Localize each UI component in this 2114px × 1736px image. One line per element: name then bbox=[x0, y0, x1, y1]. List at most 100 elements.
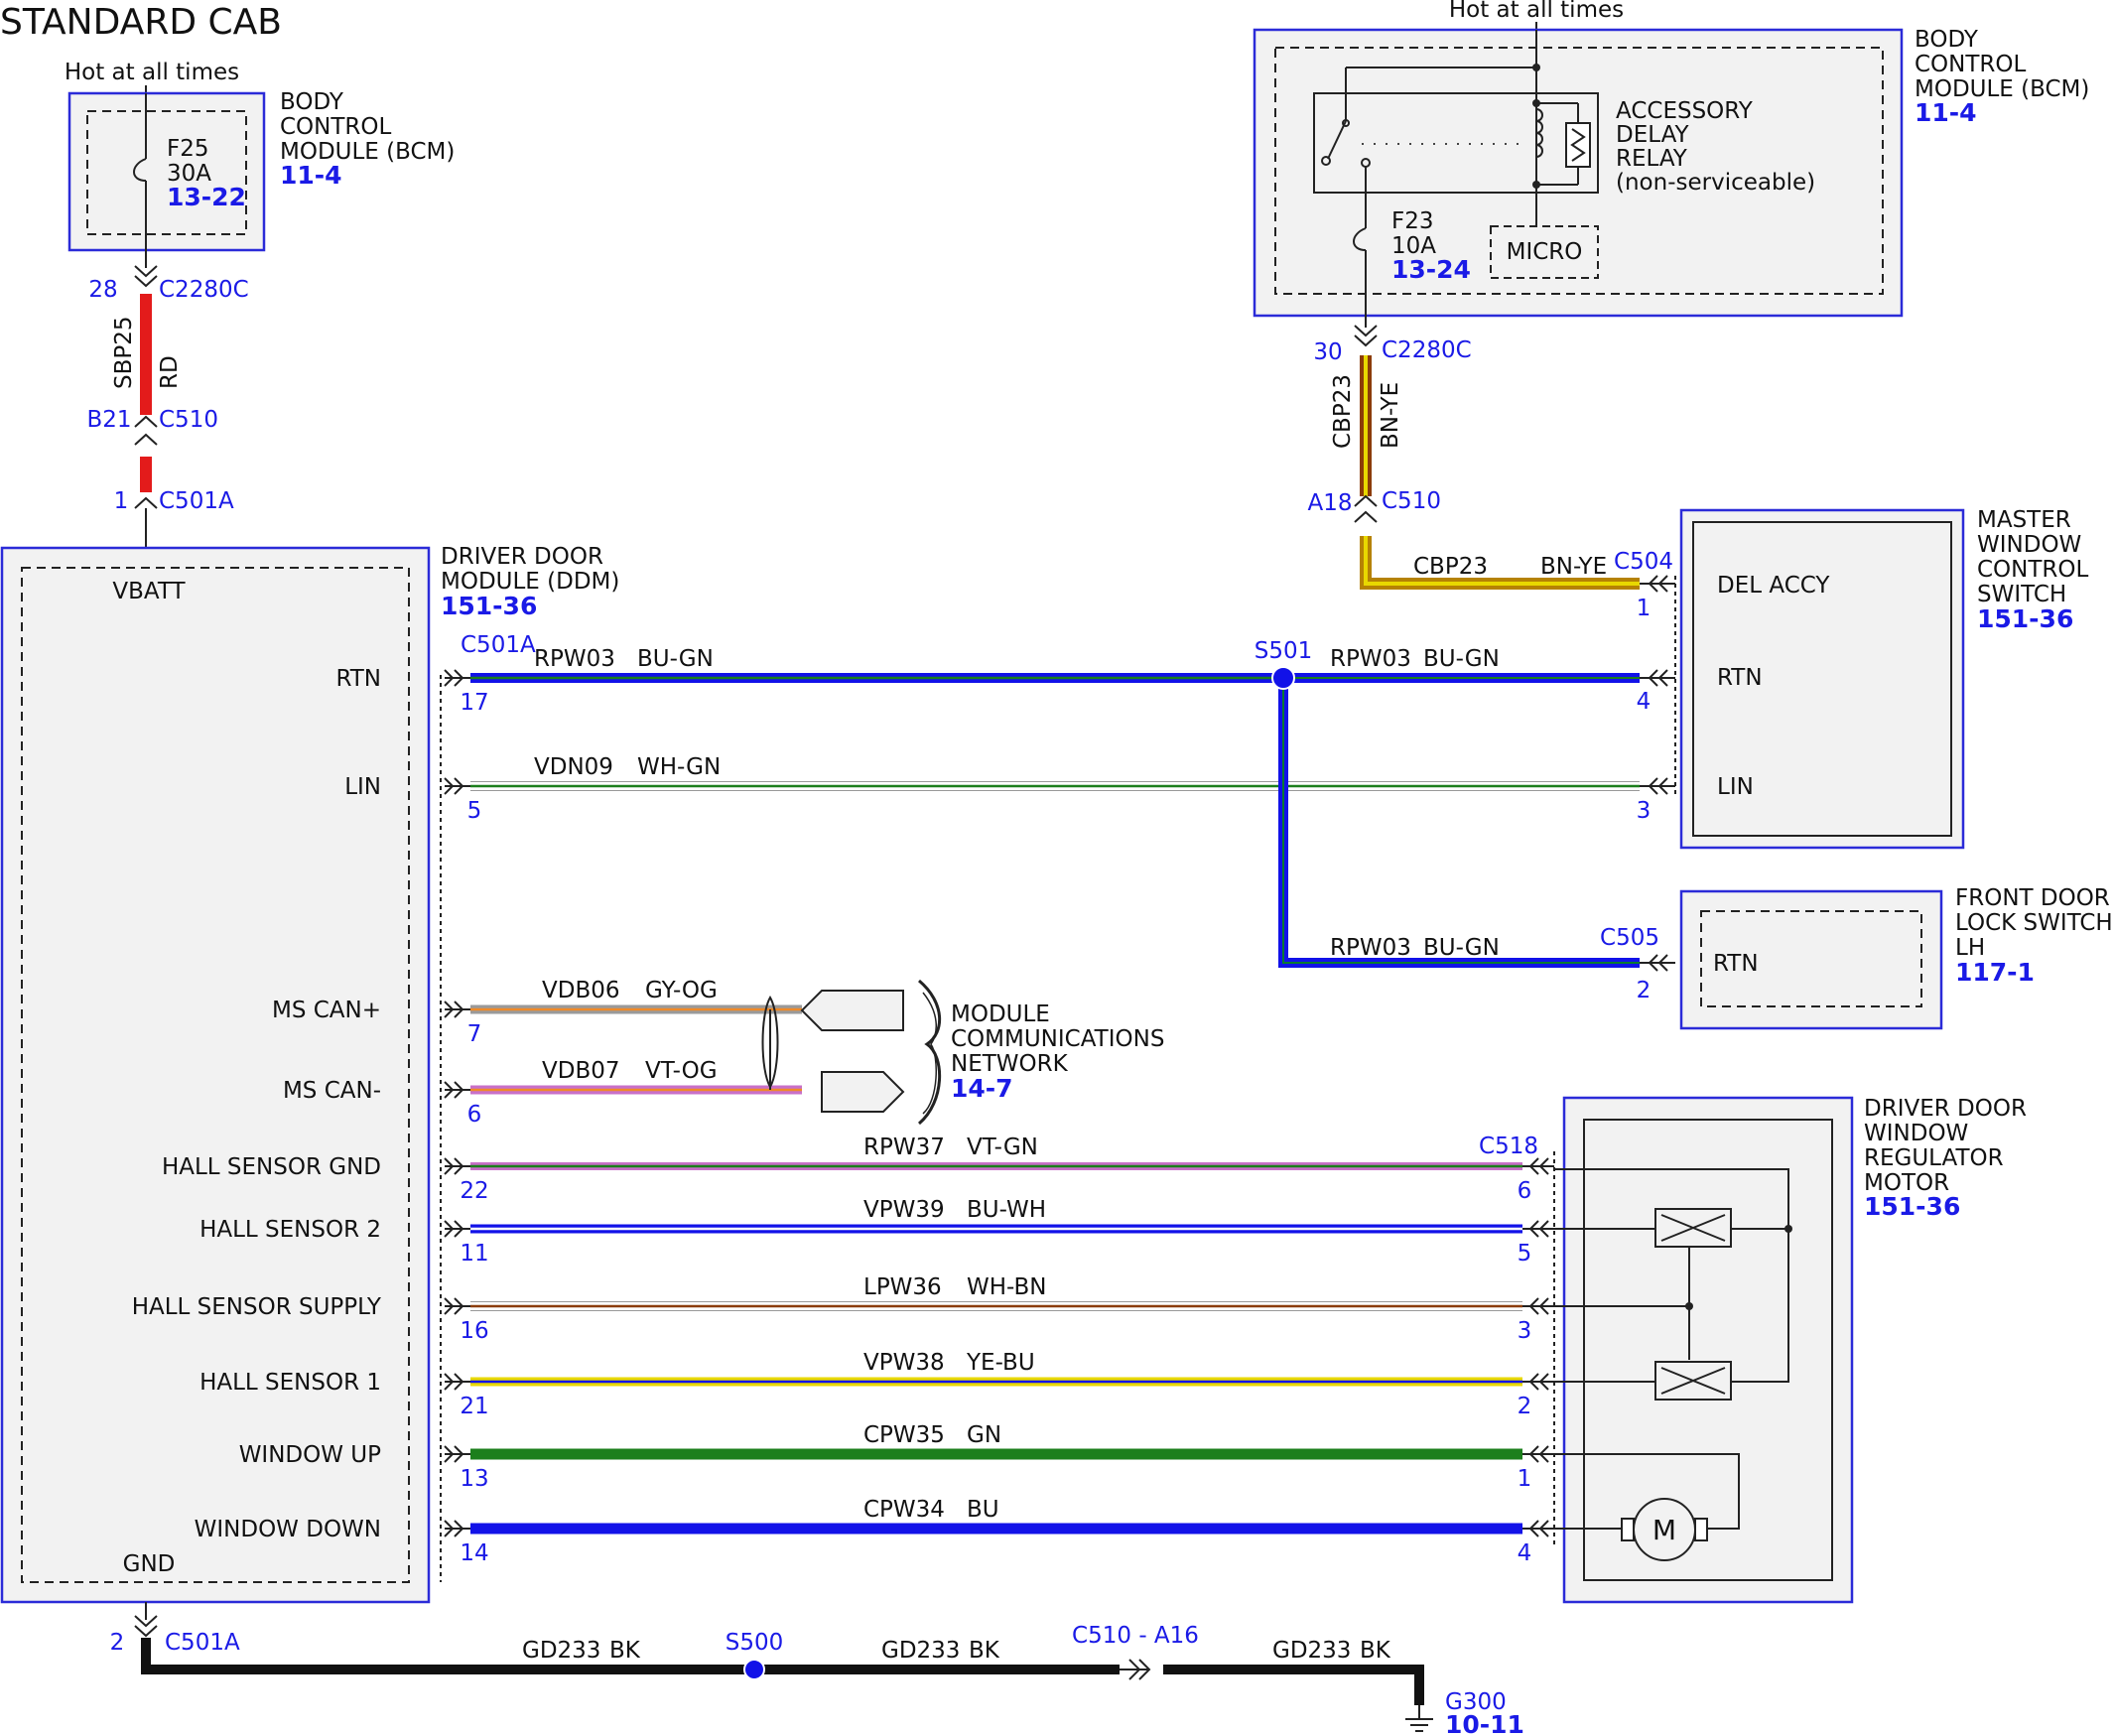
ddm-pin-number: 21 bbox=[460, 1394, 488, 1419]
wire-gd233-2-circuit: GD233 bbox=[881, 1638, 960, 1664]
hot-label-left: Hot at all times bbox=[65, 60, 239, 85]
mwcs-title-1: MASTER bbox=[1977, 507, 2071, 533]
mcn-title-3: NETWORK bbox=[951, 1051, 1069, 1077]
motor-icon bbox=[1633, 1498, 1696, 1561]
connector-c510-left: C510 bbox=[159, 407, 218, 433]
ddm-pin-number: 16 bbox=[460, 1318, 488, 1344]
pin-c505-2: 2 bbox=[1637, 978, 1652, 1003]
ddm-pin-label: MS CAN- bbox=[283, 1078, 381, 1104]
ddm-pin-label: WINDOW DOWN bbox=[195, 1517, 381, 1542]
connector-c518: C518 bbox=[1479, 1134, 1538, 1159]
wire-color-label: BU-GN bbox=[637, 646, 714, 672]
wire-cbp23-circuit: CBP23 bbox=[1330, 374, 1356, 449]
wire-cbp23-color: BN-YE bbox=[1378, 382, 1403, 449]
ddm-gnd-label: GND bbox=[123, 1551, 176, 1577]
can-minus-connector-icon bbox=[821, 1071, 905, 1113]
motor-pin-number: 5 bbox=[1518, 1241, 1532, 1267]
mcn-title-1: MODULE bbox=[951, 1002, 1050, 1027]
twisted-pair-icon bbox=[761, 996, 779, 1089]
right-feed: 30 C2280C CBP23 BN-YE A18 C510 CBP23 BN-… bbox=[1307, 325, 1640, 590]
wire-color-label: WH-GN bbox=[637, 754, 721, 780]
pin-arrow-icon bbox=[1538, 1445, 1549, 1463]
ddm-pin-number: 22 bbox=[460, 1178, 488, 1204]
fdls-ref: 117-1 bbox=[1955, 958, 2035, 987]
ddm-pin-label: HALL SENSOR SUPPLY bbox=[132, 1294, 382, 1320]
wire-vdb06: VDB06 GY-OG bbox=[470, 978, 802, 1014]
connector-c510-right: C510 bbox=[1382, 488, 1441, 514]
wire-circuit-label: LPW36 bbox=[863, 1274, 942, 1300]
module-communications-network: MODULE COMMUNICATIONS NETWORK 14-7 bbox=[761, 979, 1164, 1126]
ddm-pin-label: WINDOW UP bbox=[239, 1442, 381, 1468]
ground-ref: 10-11 bbox=[1445, 1710, 1524, 1736]
wire-color-label: GY-OG bbox=[645, 978, 718, 1003]
wire-circuit-label: VDB06 bbox=[542, 978, 620, 1003]
wire-gd233-1-circuit: GD233 bbox=[522, 1638, 600, 1664]
hot-label-right: Hot at all times bbox=[1449, 0, 1624, 23]
micro-label: MICRO bbox=[1507, 239, 1583, 265]
wire-color-label: GN bbox=[967, 1422, 1001, 1448]
relay-coil-icon bbox=[1535, 108, 1543, 158]
wire-color-label: BU-GN bbox=[1423, 646, 1500, 672]
ddm-pin-label: RTN bbox=[335, 666, 381, 692]
wire-rpw03-right: RPW03 BU-GN bbox=[1283, 646, 1640, 683]
connector-c505: C505 bbox=[1600, 925, 1659, 951]
wire-circuit-label: CPW35 bbox=[863, 1422, 945, 1448]
fuse-f23-ref: 13-24 bbox=[1391, 255, 1471, 284]
ground-circuit: 2 C501A S500 GD233 BK GD233 BK C510 - A1… bbox=[110, 1602, 1524, 1736]
splice-s500 bbox=[743, 1659, 765, 1680]
fdls-title-3: LH bbox=[1955, 935, 1985, 961]
splice-s500-label: S500 bbox=[726, 1630, 784, 1656]
motor-title-1: DRIVER DOOR bbox=[1864, 1096, 2027, 1122]
diagram-title: STANDARD CAB bbox=[0, 2, 282, 43]
wire-sbp25-color: RD bbox=[157, 355, 183, 389]
motor-title-4: MOTOR bbox=[1864, 1170, 1949, 1196]
mwcs-pin-lin: LIN bbox=[1717, 774, 1754, 800]
relay-label-4: (non-serviceable) bbox=[1616, 170, 1815, 196]
bcm-right-title-3: MODULE (BCM) bbox=[1915, 76, 2089, 102]
ddm-pin-number: 7 bbox=[467, 1021, 482, 1047]
pin-arrow-icon bbox=[1538, 1297, 1549, 1315]
relay-label-1: ACCESSORY bbox=[1616, 98, 1754, 124]
pin-arrow-icon bbox=[1657, 575, 1668, 593]
motor-pin-number: 4 bbox=[1518, 1540, 1532, 1566]
pin-arrow-icon bbox=[444, 1373, 455, 1391]
relay-label-2: DELAY bbox=[1616, 122, 1690, 148]
bcm-left-title-1: BODY bbox=[280, 89, 344, 115]
can-plus-connector-icon bbox=[800, 990, 904, 1031]
motor-pin-number: 2 bbox=[1518, 1394, 1532, 1419]
master-window-control-switch: DEL ACCY RTN LIN C504 1 4 3 MASTER WINDO… bbox=[1614, 507, 2089, 850]
connector-c2280c-right: C2280C bbox=[1382, 337, 1472, 363]
ddm-pin-label: HALL SENSOR GND bbox=[162, 1154, 381, 1180]
wire-sbp25-circuit: SBP25 bbox=[111, 316, 137, 389]
pin-arrow-icon bbox=[1657, 777, 1668, 795]
pin-c501a-2: 2 bbox=[110, 1630, 125, 1656]
relay-label-3: RELAY bbox=[1616, 146, 1688, 172]
wire-gd233-2-color: BK bbox=[969, 1638, 1000, 1664]
wire-cpw35: CPW35 GN bbox=[470, 1422, 1522, 1460]
fuse-f23-icon bbox=[1353, 227, 1367, 251]
pin-arrow-icon bbox=[1657, 954, 1668, 972]
ddm-pin-number: 13 bbox=[460, 1466, 488, 1492]
pin-28: 28 bbox=[88, 277, 117, 303]
mwcs-title-3: CONTROL bbox=[1977, 557, 2089, 583]
bcm-left-title-3: MODULE (BCM) bbox=[280, 139, 455, 165]
micro-box bbox=[1490, 225, 1599, 279]
wire-gd233-1-color: BK bbox=[609, 1638, 641, 1664]
pin-arrow-icon bbox=[444, 1157, 455, 1175]
wire-circuit-label: RPW03 bbox=[1330, 646, 1411, 672]
pin-1-c501a: 1 bbox=[114, 488, 129, 514]
wire-circuit-label: RPW37 bbox=[863, 1135, 945, 1160]
splice-s501-label: S501 bbox=[1255, 638, 1313, 664]
ddm-pin-label: MS CAN+ bbox=[272, 998, 381, 1023]
wire-rpw03-branch bbox=[1278, 678, 1640, 968]
left-feed: 28 C2280C SBP25 RD B21 C510 1 C501A bbox=[86, 265, 249, 568]
pin-arrow-icon bbox=[1657, 669, 1668, 687]
fdls-title-2: LOCK SWITCH bbox=[1955, 910, 2113, 936]
